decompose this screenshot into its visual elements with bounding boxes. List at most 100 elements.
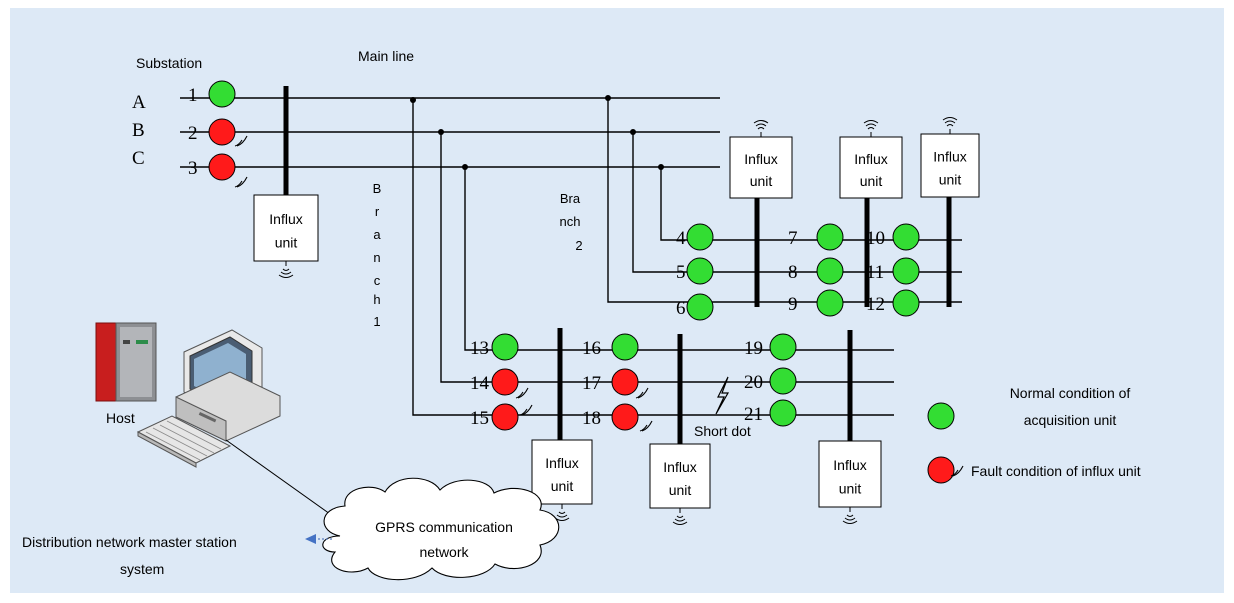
influx-unit-label: Influx <box>269 211 302 227</box>
acquisition-unit-number: 20 <box>744 372 763 393</box>
junction-dot <box>438 129 444 135</box>
junction-dot <box>410 97 416 103</box>
acquisition-unit-14 <box>491 368 519 396</box>
acquisition-unit-number: 2 <box>188 123 198 144</box>
gprs-network-cloud <box>322 477 560 581</box>
branch-1-char: c <box>374 273 381 288</box>
junction-dots <box>410 95 664 170</box>
acquisition-unit-19 <box>769 333 797 361</box>
influx-unit-label: Influx <box>663 459 696 475</box>
acquisition-unit-17 <box>611 368 639 396</box>
acquisition-unit-12 <box>892 289 920 317</box>
short-circuit-icon <box>715 376 730 415</box>
legend-normal-line2: acquisition unit <box>1024 412 1117 428</box>
influx-unit-frame <box>920 133 980 198</box>
influx-unit-label: Influx <box>545 455 578 471</box>
junction-dot <box>462 164 468 170</box>
acquisition-unit-15 <box>491 403 519 431</box>
influx-unit-frame <box>818 440 882 508</box>
acquisition-unit-1 <box>208 80 236 108</box>
branch-2-label: Bra nch 2 <box>560 191 583 253</box>
influx-unit-label: Influx <box>744 151 777 167</box>
influx-unit-box: Influx unit <box>531 439 593 505</box>
acquisition-unit-number: 21 <box>744 404 763 425</box>
acquisition-unit-number: 15 <box>470 408 489 429</box>
acquisition-unit-6 <box>686 293 714 321</box>
fault-signal-icon <box>639 420 653 432</box>
legend-normal-icon <box>927 402 955 430</box>
acquisition-unit-13 <box>491 333 519 361</box>
main-line-label: Main line <box>358 48 414 64</box>
antenna-icons <box>278 117 958 525</box>
branch-1-char: B <box>373 181 382 196</box>
acquisition-unit-number: 10 <box>866 228 885 249</box>
acquisition-unit-number: 3 <box>188 158 198 179</box>
influx-unit-bars <box>283 86 952 445</box>
branch-1-char: h <box>373 292 380 307</box>
influx-unit-frame <box>253 194 319 262</box>
power-line <box>660 167 962 241</box>
fault-signal-icons <box>234 135 653 432</box>
influx-unit-label: unit <box>860 173 883 189</box>
junction-dot <box>658 164 664 170</box>
master-station-label-line2: system <box>120 561 164 577</box>
branch-1-char: r <box>375 204 380 219</box>
substation-label: Substation <box>136 55 202 71</box>
branch-2-line: nch <box>560 214 581 229</box>
phase-a-label: A <box>132 92 146 113</box>
acquisition-unit-18 <box>611 403 639 431</box>
fault-signal-icon <box>234 176 248 188</box>
acquisition-unit-number: 11 <box>866 262 884 283</box>
acquisition-unit-number: 18 <box>582 408 601 429</box>
acquisition-unit-number: 5 <box>676 262 686 283</box>
acquisition-unit-number: 6 <box>676 298 686 319</box>
power-line <box>607 98 962 303</box>
influx-unit-label: unit <box>275 235 298 251</box>
acquisition-unit-2 <box>208 118 236 146</box>
host-label: Host <box>106 410 135 426</box>
acquisition-unit-number: 1 <box>188 85 198 106</box>
branch-1-label: B r a n c h 1 <box>373 181 382 329</box>
legend-fault-icon <box>927 456 955 484</box>
acquisition-unit-number: 19 <box>744 338 763 359</box>
acquisition-unit-number: 4 <box>676 228 686 249</box>
antenna-icon <box>942 117 958 134</box>
antenna-icon <box>278 261 294 278</box>
branch-2-line: Bra <box>560 191 581 206</box>
acquisition-unit-16 <box>611 333 639 361</box>
branch-2-line: 2 <box>575 238 582 253</box>
acquisition-unit-number: 14 <box>470 373 490 394</box>
diagram-background <box>10 8 1224 593</box>
gprs-label-line1: GPRS communication <box>375 519 513 535</box>
influx-unit-boxes: InfluxunitInfluxunitInfluxunitInfluxunit… <box>253 133 980 509</box>
host-computer-icon <box>95 322 281 468</box>
phase-c-label: C <box>132 148 145 169</box>
acquisition-unit-4 <box>686 223 714 251</box>
acquisition-unit-number: 17 <box>582 373 601 394</box>
influx-unit-label: unit <box>839 481 862 497</box>
legend-normal-line1: Normal condition of <box>1010 385 1131 401</box>
legend-signal-icon <box>950 465 964 477</box>
acquisition-unit-number: 8 <box>788 262 798 283</box>
influx-unit-label: unit <box>551 478 574 494</box>
acquisition-unit-20 <box>769 367 797 395</box>
influx-unit-label: Influx <box>933 149 966 165</box>
acquisition-unit-10 <box>892 223 920 251</box>
influx-unit-frame <box>729 136 793 199</box>
gprs-label-line2: network <box>419 544 469 560</box>
fault-signal-icon <box>515 387 529 399</box>
acquisition-unit-number: 16 <box>582 338 601 359</box>
antenna-icon <box>863 120 879 137</box>
influx-unit-frame <box>839 136 903 199</box>
power-line <box>412 100 894 416</box>
fault-signal-icon <box>519 404 533 416</box>
arrow-left-icon <box>305 534 316 544</box>
short-dot-label: Short dot <box>694 423 751 439</box>
fault-signal-icon <box>234 135 248 147</box>
acquisition-unit-number: 12 <box>866 294 885 315</box>
branch-1-char: n <box>373 250 380 265</box>
junction-dot <box>630 129 636 135</box>
